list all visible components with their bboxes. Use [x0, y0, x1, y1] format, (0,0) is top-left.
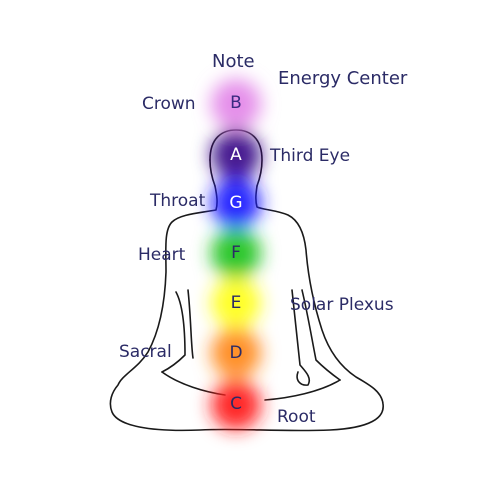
label-third-eye: Third Eye	[270, 146, 351, 166]
glow-third-eye	[211, 130, 261, 180]
label-solar-plexus: Solar Plexus	[290, 295, 394, 315]
label-root: Root	[277, 407, 316, 427]
note-third-eye: A	[230, 145, 242, 165]
label-sacral: Sacral	[119, 342, 172, 362]
note-header: Note	[212, 51, 255, 72]
note-sacral: D	[229, 343, 243, 363]
energy-center-header: Energy Center	[278, 68, 408, 89]
glow-solar-plexus	[211, 278, 261, 328]
label-heart: Heart	[138, 245, 186, 265]
note-solar-plexus: E	[230, 293, 242, 313]
chakra-glows	[211, 79, 261, 430]
glow-sacral	[211, 328, 261, 378]
label-throat: Throat	[150, 191, 206, 211]
glow-throat	[211, 178, 261, 228]
glow-heart	[211, 228, 261, 278]
note-throat: G	[229, 193, 243, 213]
label-crown: Crown	[142, 94, 196, 114]
note-crown: B	[230, 93, 242, 113]
glow-crown	[211, 79, 261, 129]
meditating-figure-outline	[109, 129, 384, 432]
note-heart: F	[231, 243, 241, 263]
glow-root	[211, 380, 261, 430]
note-root: C	[230, 394, 242, 414]
